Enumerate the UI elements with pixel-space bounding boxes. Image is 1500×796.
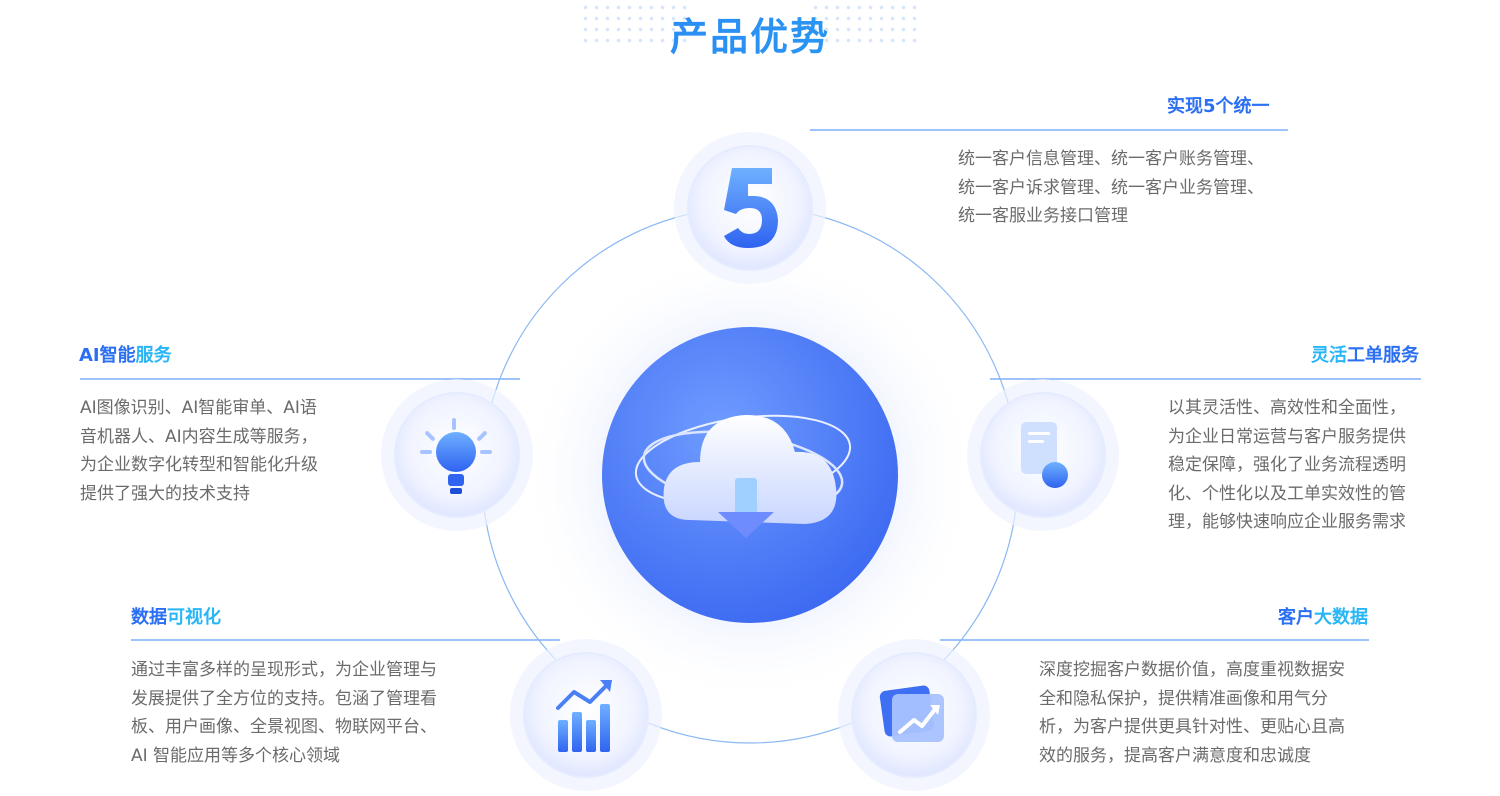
feature-workorder-desc: 以其灵活性、高效性和全面性， 为企业日常运营与客户服务提供 稳定保障，强化了业务…: [1168, 394, 1406, 537]
feature-visual-title-accent: 可视化: [167, 607, 221, 628]
bar-chart-icon: [556, 680, 612, 752]
desc-line: 统一客户信息管理、统一客户账务管理、: [958, 149, 1264, 169]
desc-line: 深度挖掘客户数据价值，高度重视数据安: [1039, 660, 1345, 680]
feature-ai-title: AI智能服务: [79, 341, 172, 367]
feature-visual-title: 数据可视化: [131, 603, 221, 629]
cloud-download-icon: [634, 414, 852, 538]
desc-line: 理，能够快速响应企业服务需求: [1168, 512, 1406, 532]
feature-unify-title: 实现5个统一: [1167, 96, 1270, 117]
feature-ai-title-main: AI智能: [79, 345, 136, 366]
desc-line: AI图像识别、AI智能审单、AI语: [80, 398, 317, 418]
desc-line: 效的服务，提高客户满意度和忠诚度: [1039, 745, 1311, 766]
feature-bigdata-title: 客户大数据: [1278, 603, 1368, 629]
desc-line: 提供了强大的技术支持: [80, 483, 250, 504]
feature-visual-title-main: 数据: [131, 607, 167, 628]
desc-line: 稳定保障，强化了业务流程透明: [1168, 455, 1406, 475]
decor-dots-left: [580, 2, 690, 48]
node-visual: [523, 652, 649, 778]
feature-workorder-title-main: 工单服务: [1347, 345, 1419, 366]
desc-line: 化、个性化以及工单实效性的管: [1168, 483, 1406, 504]
feature-unify-desc: 统一客户信息管理、统一客户账务管理、 统一客户诉求管理、统一客户业务管理、 统一…: [958, 145, 1264, 231]
desc-line: 析，为客户提供更具针对性、更贴心且高: [1039, 717, 1345, 737]
feature-workorder-title: 灵活工单服务: [1311, 341, 1419, 367]
feature-bigdata-desc: 深度挖掘客户数据价值，高度重视数据安 全和隐私保护，提供精准画像和用气分 析，为…: [1039, 656, 1345, 770]
document-icon: [1021, 422, 1068, 488]
desc-line: 统一客户诉求管理、统一客户业务管理、: [958, 177, 1264, 198]
trend-card-icon: [879, 685, 944, 742]
feature-visual-desc: 通过丰富多样的呈现形式，为企业管理与 发展提供了全方位的支持。包涵了管理看 板、…: [131, 656, 437, 770]
lightbulb-icon: [420, 418, 492, 494]
number-five-icon: [724, 168, 778, 248]
desc-line: 发展提供了全方位的支持。包涵了管理看: [131, 688, 437, 709]
desc-line: 统一客服业务接口管理: [958, 206, 1128, 226]
desc-line: 音机器人、AI内容生成等服务，: [80, 426, 318, 447]
desc-line: 通过丰富多样的呈现形式，为企业管理与: [131, 660, 437, 680]
feature-bigdata-title-accent: 大数据: [1314, 607, 1368, 628]
feature-workorder-title-accent: 灵活: [1311, 345, 1347, 366]
feature-ai-desc: AI图像识别、AI智能审单、AI语 音机器人、AI内容生成等服务， 为企业数字化…: [80, 394, 318, 508]
desc-line: 为企业数字化转型和智能化升级: [80, 455, 318, 475]
desc-line: 为企业日常运营与客户服务提供: [1168, 426, 1406, 447]
desc-line: AI 智能应用等多个核心领域: [131, 745, 341, 766]
desc-line: 板、用户画像、全景视图、物联网平台、: [131, 717, 437, 737]
desc-line: 全和隐私保护，提供精准画像和用气分: [1039, 688, 1328, 709]
decor-dots-right: [810, 2, 920, 48]
page-title: 产品优势: [0, 6, 1500, 61]
feature-bigdata-title-main: 客户: [1278, 607, 1314, 628]
desc-line: 以其灵活性、高效性和全面性，: [1168, 398, 1406, 418]
feature-ai-title-accent: 服务: [135, 345, 172, 366]
